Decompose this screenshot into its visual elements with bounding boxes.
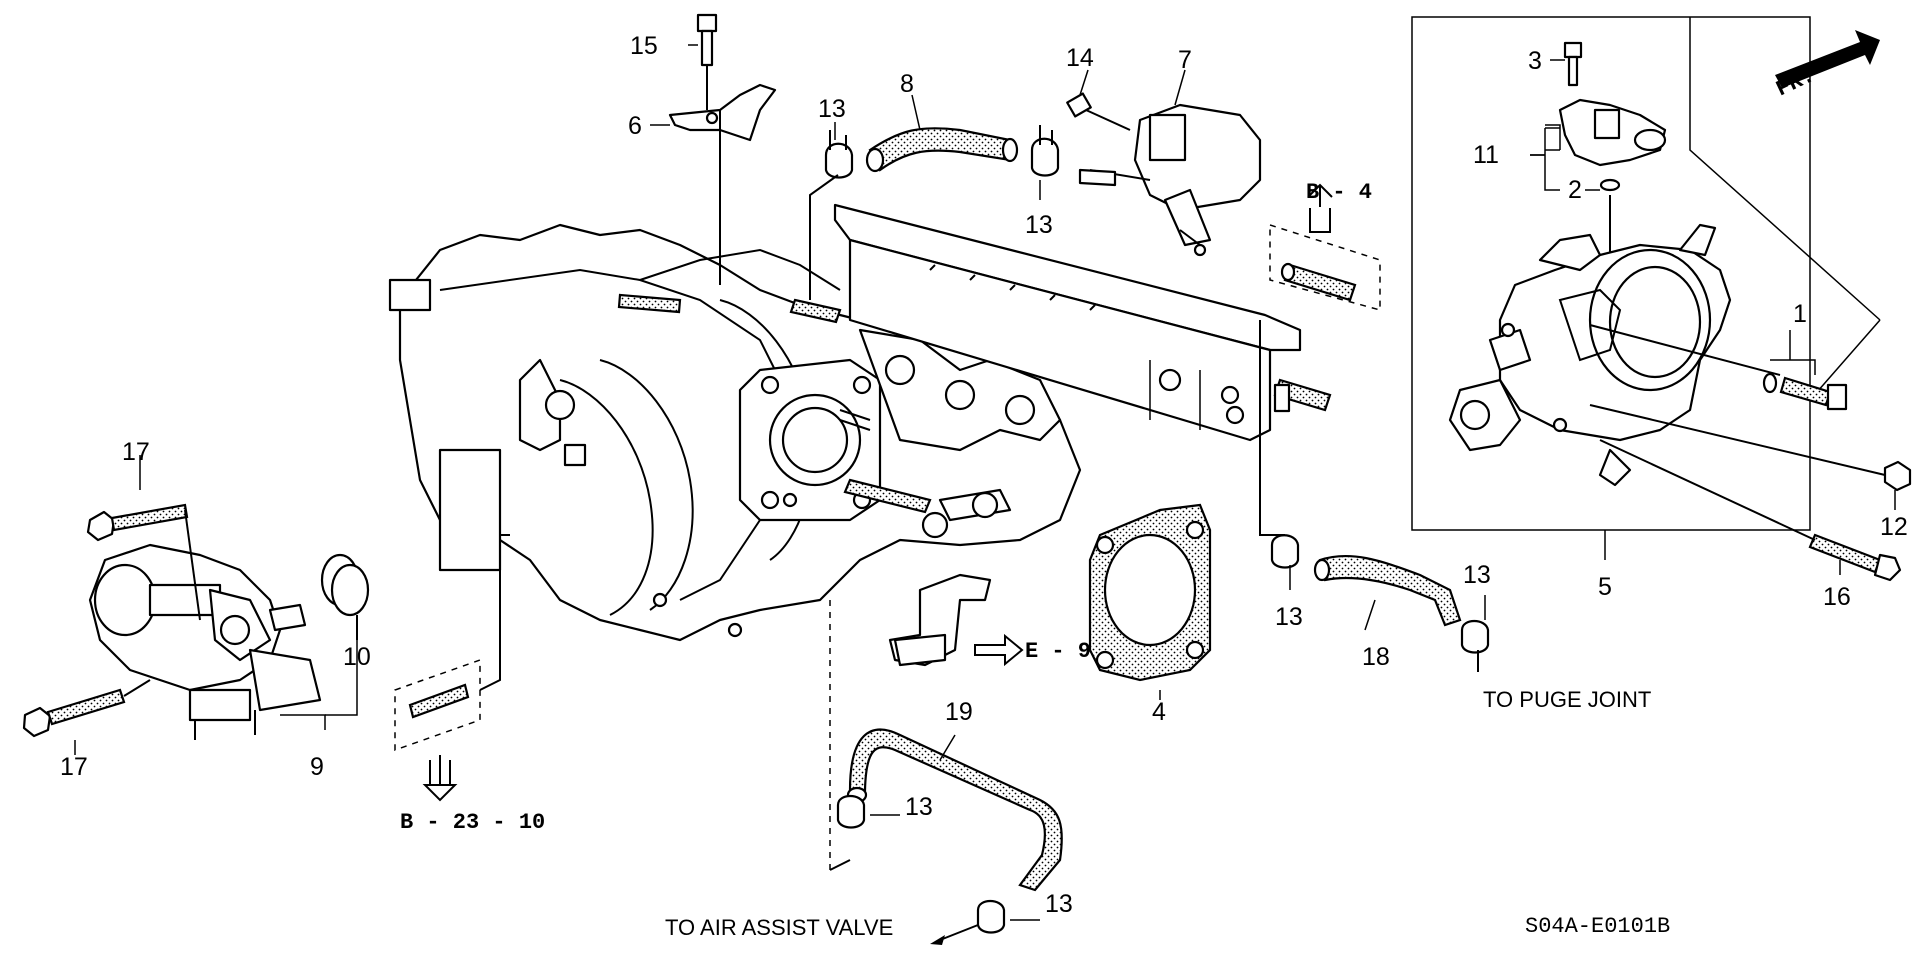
bolt-3 (1563, 41, 1583, 87)
fuel-rail-bracket (833, 203, 1332, 442)
callout-8: 8 (900, 70, 914, 98)
intake-manifold (388, 223, 1082, 642)
clamp-13-e (836, 794, 866, 829)
hose-18 (1313, 554, 1462, 627)
nut-12 (1589, 404, 1912, 492)
callout-7: 7 (1178, 46, 1192, 74)
bolt-16 (1599, 439, 1902, 582)
diagram-code: S04A-E0101B (1525, 914, 1670, 939)
reference-box-b4 (1269, 183, 1381, 311)
o-ring-10 (320, 553, 370, 640)
bracket-e9 (888, 573, 1024, 667)
bolt-15 (696, 13, 718, 110)
front-arrow-icon (1775, 30, 1880, 88)
idle-screw-1 (1589, 324, 1848, 411)
sensor-7 (1078, 103, 1262, 257)
callout-15: 15 (630, 32, 658, 60)
callout-9: 9 (310, 753, 324, 781)
reference-e9: E - 9 (1025, 639, 1091, 664)
throttle-body (1448, 223, 1732, 487)
callout-16: 16 (1823, 583, 1851, 611)
callout-13-e: 13 (905, 793, 933, 821)
bolt-17-upper (86, 503, 201, 621)
callout-17-a: 17 (122, 438, 150, 466)
callout-11: 11 (1473, 141, 1499, 169)
callout-3: 3 (1528, 47, 1542, 75)
bracket-6 (668, 83, 777, 285)
callout-14: 14 (1066, 44, 1094, 72)
clamp-13-b (1030, 125, 1060, 177)
callout-2: 2 (1568, 176, 1582, 204)
callout-1: 1 (1793, 300, 1807, 328)
reference-b4: B - 4 (1306, 180, 1372, 205)
callout-13-d: 13 (1463, 561, 1491, 589)
clamp-13-f (930, 899, 1006, 945)
callout-4: 4 (1152, 698, 1166, 726)
reference-b2310: B - 23 - 10 (400, 810, 545, 835)
callout-18: 18 (1362, 643, 1390, 671)
clamp-13-d (1460, 619, 1490, 672)
callout-17-b: 17 (60, 753, 88, 781)
callout-13-c: 13 (1275, 603, 1303, 631)
map-sensor-11 (1558, 98, 1667, 260)
note-to-puge-joint: TO PUGE JOINT (1483, 687, 1651, 712)
gasket-4 (1088, 503, 1212, 682)
iac-valve-9 (88, 543, 322, 740)
note-to-air-assist-valve: TO AIR ASSIST VALVE (665, 915, 893, 940)
throttle-body-assembly-box (1411, 16, 1881, 531)
clamp-13-c (1259, 320, 1300, 569)
callout-13-b: 13 (1025, 211, 1053, 239)
callout-13-a: 13 (818, 95, 846, 123)
callout-labels: 1 2 3 4 5 6 7 8 9 10 11 12 13 13 13 13 1… (60, 32, 1908, 918)
reference-box-b2310 (394, 534, 510, 802)
callout-6: 6 (628, 112, 642, 140)
hose-8 (865, 127, 1019, 173)
leader-lines (74, 44, 1896, 921)
bolt-17-lower (22, 679, 151, 738)
callout-12: 12 (1880, 513, 1908, 541)
callout-19: 19 (945, 698, 973, 726)
bolt-14 (1066, 92, 1131, 131)
callout-5: 5 (1598, 573, 1612, 601)
callout-10: 10 (343, 643, 371, 671)
clamp-13-a (809, 130, 854, 300)
callout-13-f: 13 (1045, 890, 1073, 918)
